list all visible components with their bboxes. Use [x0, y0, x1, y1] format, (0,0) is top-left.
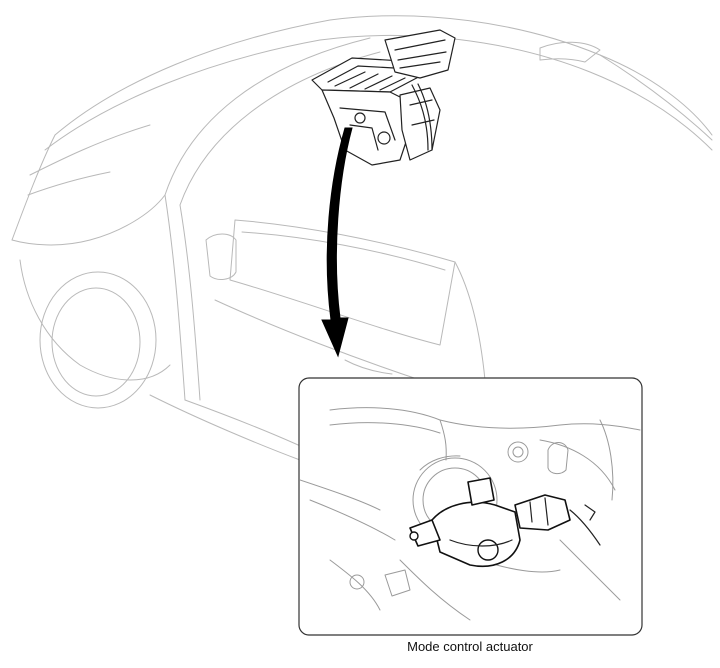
car-body-illustration	[11, 15, 713, 461]
pointer-arrow	[321, 127, 353, 358]
inset-detail-view	[298, 377, 643, 636]
heater-unit-illustration	[311, 29, 456, 166]
caption-label: Mode control actuator	[407, 639, 533, 654]
